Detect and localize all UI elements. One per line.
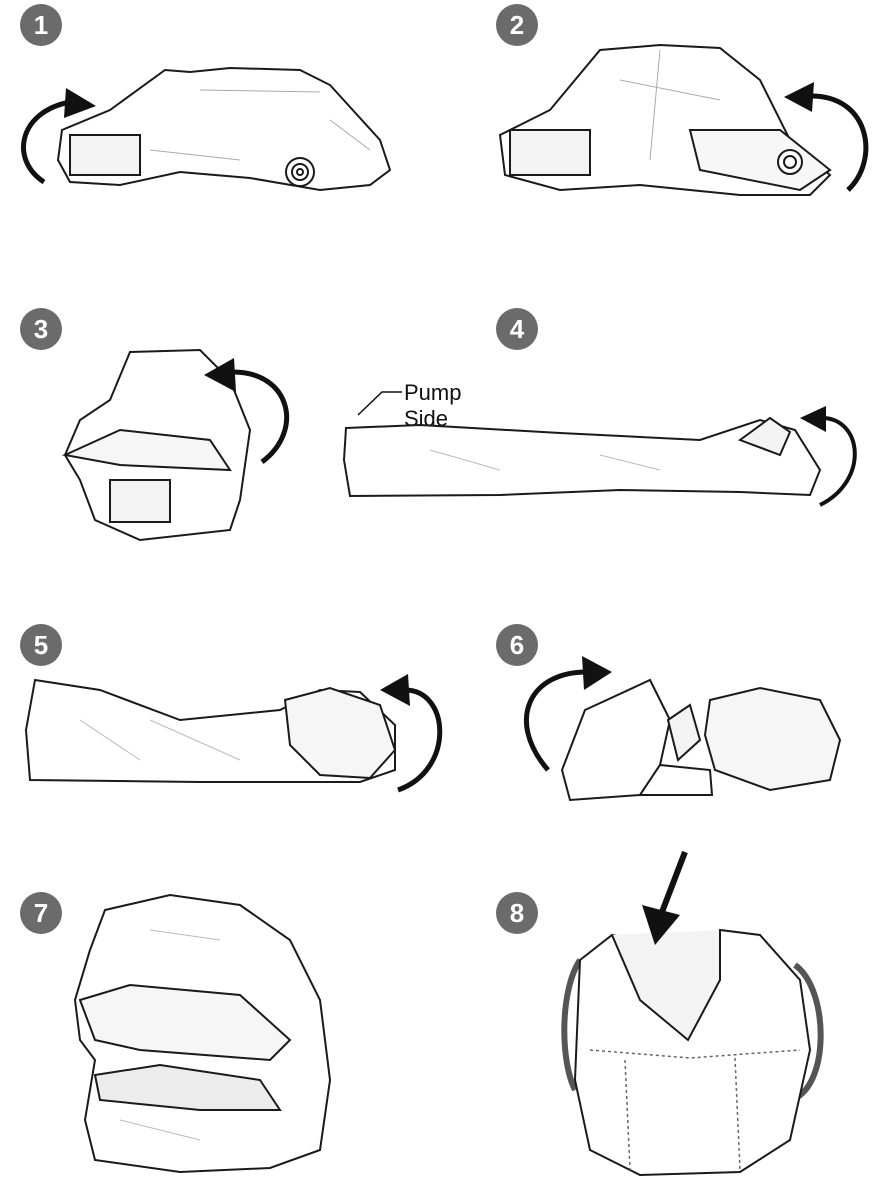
down-arrow-icon [662, 852, 685, 912]
